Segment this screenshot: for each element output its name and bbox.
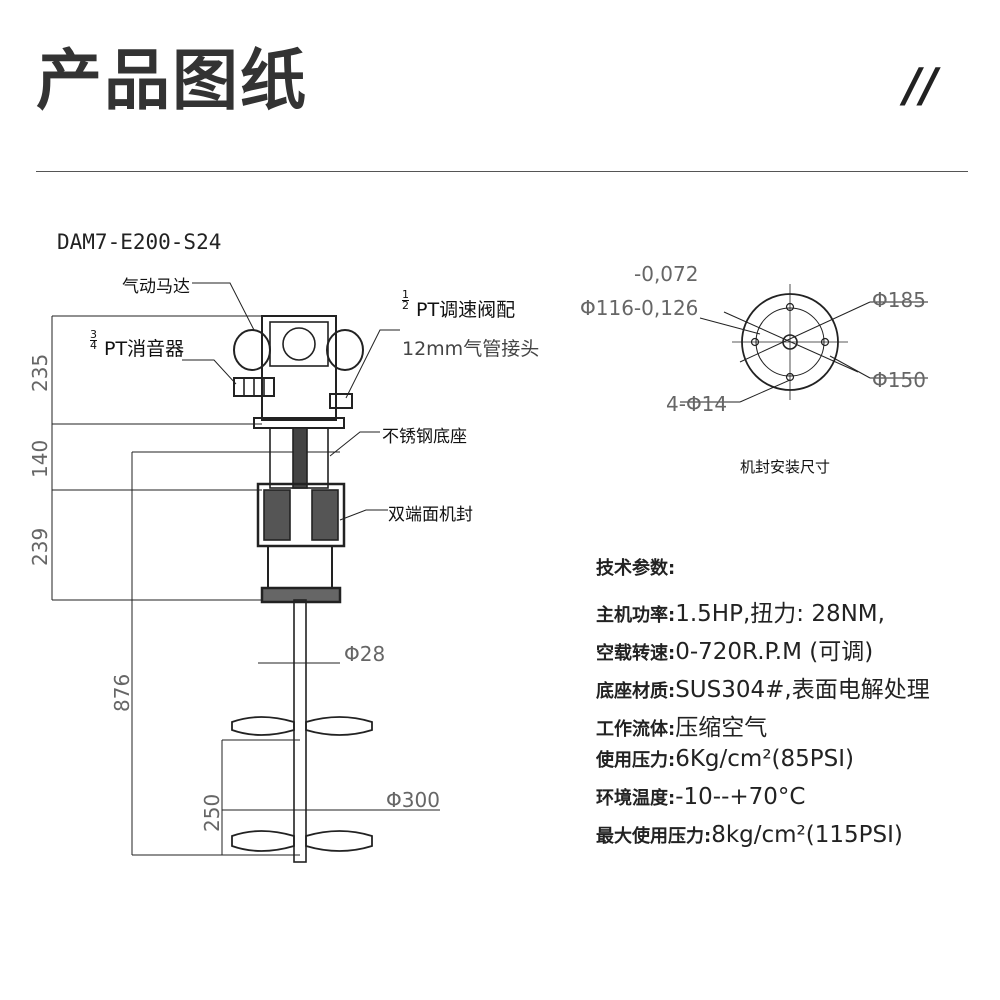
spec-list: 技术参数: 主机功率:1.5HP,扭力: 28NM, 空载转速:0-720R.P… <box>596 554 930 860</box>
seal-label: 双端面机封 <box>388 505 473 525</box>
motor-label: 气动马达 <box>122 277 190 297</box>
spec-row: 空载转速:0-720R.P.M (可调) <box>596 639 874 665</box>
header-divider <box>36 171 968 172</box>
flange-pitch-diameter: Φ150 <box>872 368 926 392</box>
spec-row: 主机功率:1.5HP,扭力: 28NM, <box>596 601 885 627</box>
dim-140: 140 <box>28 439 52 478</box>
valve-fraction: 1 2 <box>402 288 409 312</box>
flange-holes: 4-Φ14 <box>666 392 728 416</box>
flange-caption: 机封安装尺寸 <box>740 458 831 476</box>
header-decoration: // <box>904 58 938 112</box>
dim-phi28: Φ28 <box>344 642 386 666</box>
muffler-label: PT消音器 <box>104 338 185 360</box>
base-label: 不锈钢底座 <box>382 427 467 447</box>
flange-tolerance: -0,072 <box>634 262 699 286</box>
page-title: 产品图纸 <box>36 42 308 119</box>
spec-row: 使用压力:6Kg/cm²(85PSI) <box>596 746 855 772</box>
dim-239: 239 <box>28 527 52 566</box>
spec-row: 环境温度:-10--+70°C <box>596 784 806 810</box>
spec-row: 最大使用压力:8kg/cm²(115PSI) <box>596 822 903 848</box>
spec-row: 底座材质:SUS304#,表面电解处理 <box>596 677 930 703</box>
speed-valve-label: PT调速阀配 <box>416 299 516 321</box>
dim-235: 235 <box>28 353 52 392</box>
flange-outer-diameter: Φ185 <box>872 288 926 312</box>
muffler-fraction: 3 4 <box>90 328 97 352</box>
dim-876: 876 <box>110 673 134 712</box>
dim-250: 250 <box>200 793 224 832</box>
spec-heading: 技术参数: <box>596 558 676 579</box>
dim-phi300: Φ300 <box>386 788 440 812</box>
air-fitting-label: 12mm气管接头 <box>402 338 540 360</box>
flange-bore: Φ116-0,126 <box>580 296 699 320</box>
spec-row: 工作流体:压缩空气 <box>596 715 768 741</box>
model-number: DAM7-E200-S24 <box>57 230 222 254</box>
